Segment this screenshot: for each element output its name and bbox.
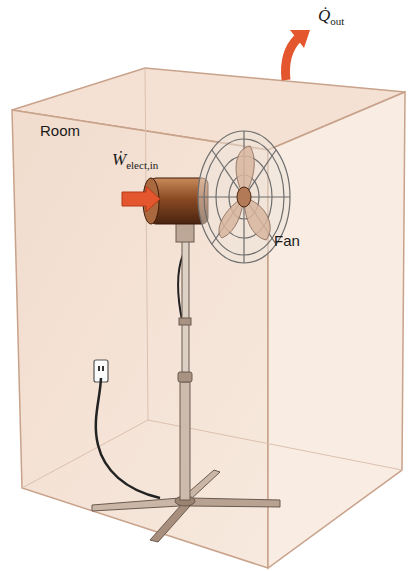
work-subscript: elect,in: [126, 159, 158, 171]
fan-hub: [237, 187, 251, 207]
room-back-edge: [145, 68, 148, 420]
fan-pole: [180, 380, 190, 500]
heat-out-arrow: [286, 38, 299, 80]
fan-label: Fan: [274, 232, 300, 249]
fan-pole: [182, 240, 189, 382]
room-back-edge: [22, 420, 148, 488]
fan-blades: [219, 146, 270, 240]
fan-neck: [176, 222, 194, 242]
outlet-slot: [98, 366, 100, 371]
heat-symbol: Q̇: [318, 6, 330, 26]
pole-clamp: [179, 318, 191, 325]
outlet-slot: [102, 366, 104, 371]
room-right-face: [268, 92, 405, 568]
work-in-arrow: [122, 186, 160, 212]
pole-clamp: [178, 372, 192, 382]
work-symbol: Ẇ: [112, 150, 126, 170]
heat-subscript: out: [330, 15, 344, 27]
heat-out-arrowhead: [290, 30, 310, 48]
power-cord: [96, 378, 160, 498]
room-label: Room: [40, 122, 80, 139]
